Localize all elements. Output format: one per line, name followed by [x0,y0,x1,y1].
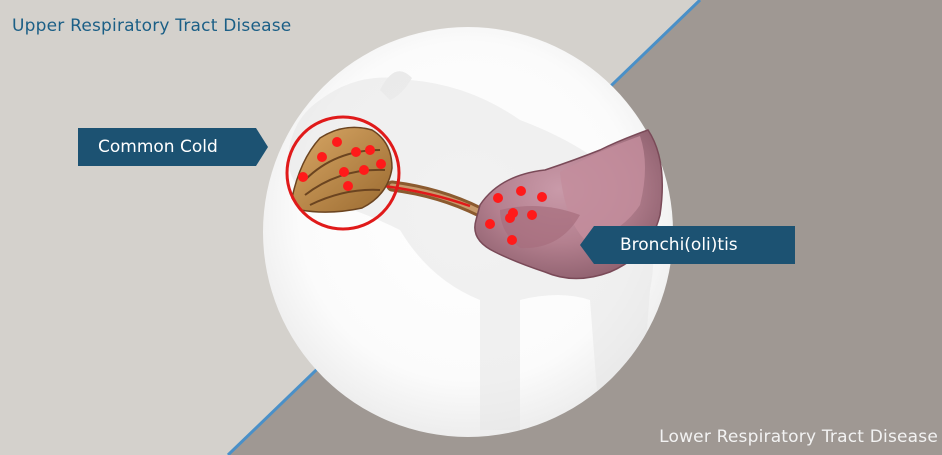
infection-dot [485,219,495,229]
infection-dot [332,137,342,147]
infection-dot [505,213,515,223]
infection-dot [343,181,353,191]
upper-region-label: Upper Respiratory Tract Disease [12,16,291,36]
infection-dot [516,186,526,196]
bronchiolitis-callout: Bronchi(oli)tis [580,226,795,264]
infection-dot [493,193,503,203]
infection-dot [298,172,308,182]
infection-dot [339,167,349,177]
infection-dot [317,152,327,162]
infection-dot [365,145,375,155]
infection-dot [376,159,386,169]
common-cold-callout: Common Cold [78,128,268,166]
infection-dot [527,210,537,220]
infection-dot [359,165,369,175]
infection-dot [351,147,361,157]
infection-dot [507,235,517,245]
infection-dot [537,192,547,202]
lower-region-label: Lower Respiratory Tract Disease [659,427,938,447]
